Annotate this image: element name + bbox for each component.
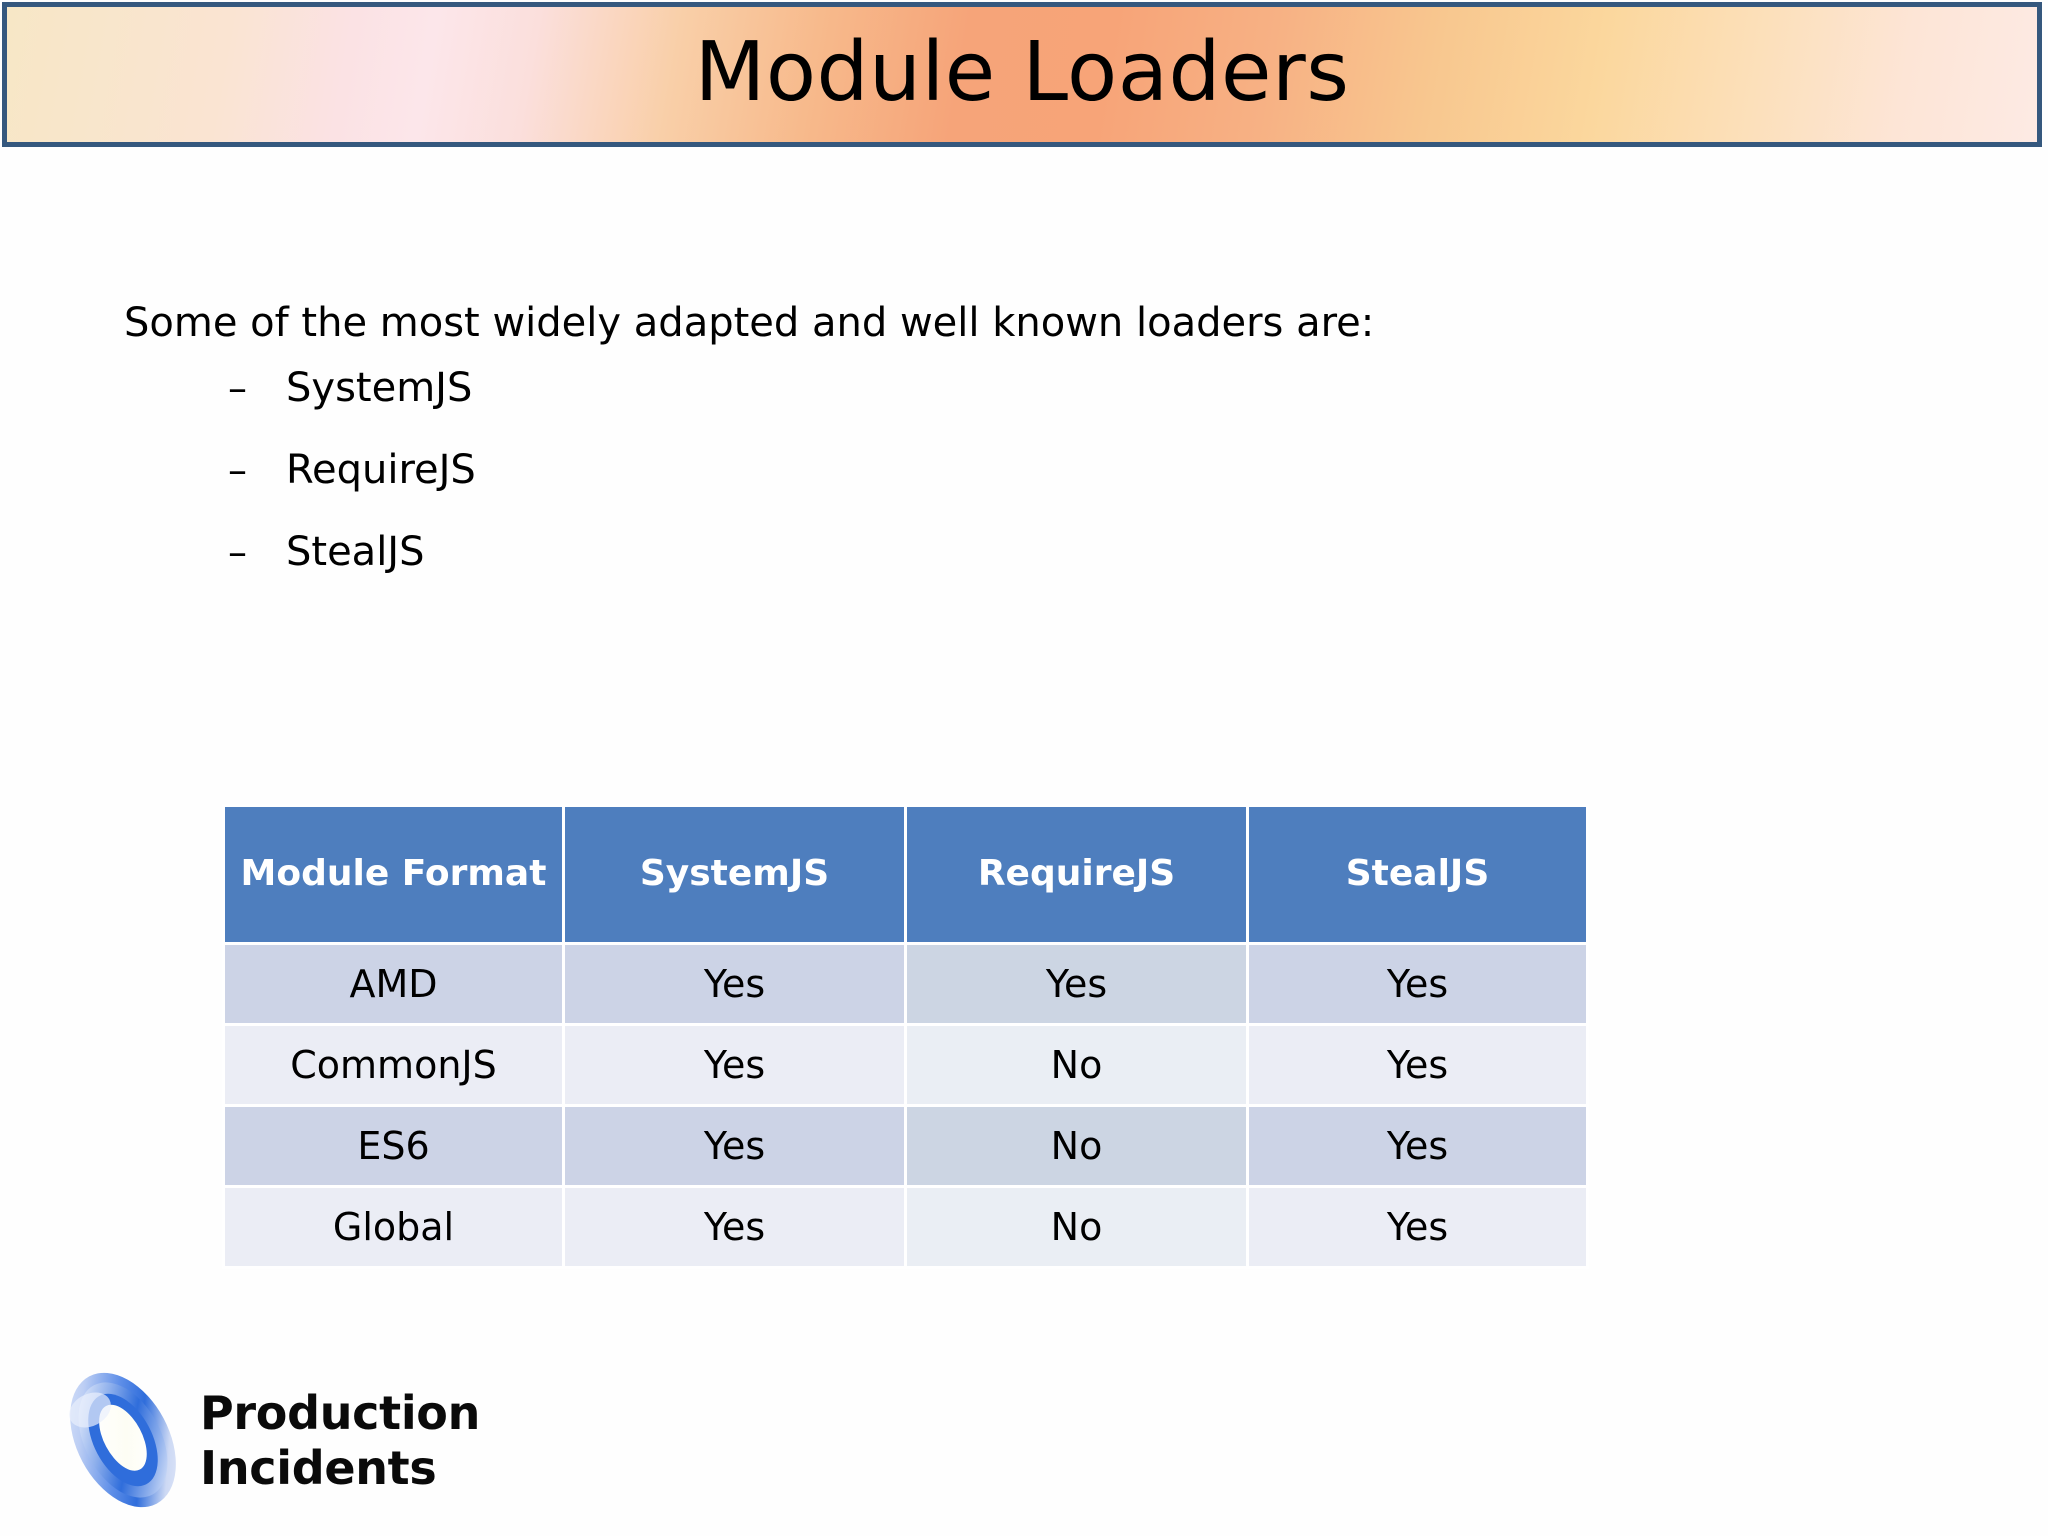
cell-module-format: ES6 <box>225 1107 562 1185</box>
page-title: Module Loaders <box>694 24 1350 120</box>
cell-module-format: CommonJS <box>225 1026 562 1104</box>
dash-bullet-icon: – <box>228 366 247 410</box>
cell-requirejs: No <box>907 1188 1246 1266</box>
list-item-label: SystemJS <box>286 365 473 411</box>
cell-module-format: AMD <box>225 945 562 1023</box>
cell-requirejs: No <box>907 1026 1246 1104</box>
dash-bullet-icon: – <box>228 448 247 492</box>
brand-line-1: Production <box>200 1386 481 1441</box>
table-row: ES6 Yes No Yes <box>225 1107 1586 1185</box>
cell-systemjs: Yes <box>565 1188 904 1266</box>
slide-title-banner: Module Loaders <box>2 2 2042 147</box>
cell-systemjs: Yes <box>565 1107 904 1185</box>
cell-requirejs: Yes <box>907 945 1246 1023</box>
table-row: AMD Yes Yes Yes <box>225 945 1586 1023</box>
list-item-label: StealJS <box>286 529 425 575</box>
table-header: Module Format SystemJS RequireJS StealJS <box>225 807 1586 942</box>
cell-requirejs: No <box>907 1107 1246 1185</box>
blue-torus-logo-icon <box>58 1358 188 1523</box>
table-row: CommonJS Yes No Yes <box>225 1026 1586 1104</box>
cell-systemjs: Yes <box>565 945 904 1023</box>
list-item: – SystemJS <box>228 368 1128 450</box>
brand-footer: Production Incidents <box>58 1358 480 1523</box>
intro-paragraph: Some of the most widely adapted and well… <box>124 300 1375 346</box>
table-row: Global Yes No Yes <box>225 1188 1586 1266</box>
dash-bullet-icon: – <box>228 530 247 574</box>
column-header-systemjs: SystemJS <box>565 807 904 942</box>
column-header-module-format: Module Format <box>225 807 562 942</box>
module-format-support-table: Module Format SystemJS RequireJS StealJS… <box>222 804 1589 1269</box>
list-item: – RequireJS <box>228 450 1128 532</box>
cell-module-format: Global <box>225 1188 562 1266</box>
list-item-label: RequireJS <box>286 447 476 493</box>
cell-systemjs: Yes <box>565 1026 904 1104</box>
list-item: – StealJS <box>228 532 1128 614</box>
cell-stealjs: Yes <box>1249 945 1586 1023</box>
table-body: AMD Yes Yes Yes CommonJS Yes No Yes ES6 … <box>225 945 1586 1266</box>
cell-stealjs: Yes <box>1249 1107 1586 1185</box>
loader-bullet-list: – SystemJS – RequireJS – StealJS <box>228 368 1128 614</box>
column-header-stealjs: StealJS <box>1249 807 1586 942</box>
column-header-requirejs: RequireJS <box>907 807 1246 942</box>
cell-stealjs: Yes <box>1249 1026 1586 1104</box>
cell-stealjs: Yes <box>1249 1188 1586 1266</box>
table-header-row: Module Format SystemJS RequireJS StealJS <box>225 807 1586 942</box>
brand-line-2: Incidents <box>200 1440 437 1495</box>
brand-wordmark: Production Incidents <box>200 1386 480 1495</box>
